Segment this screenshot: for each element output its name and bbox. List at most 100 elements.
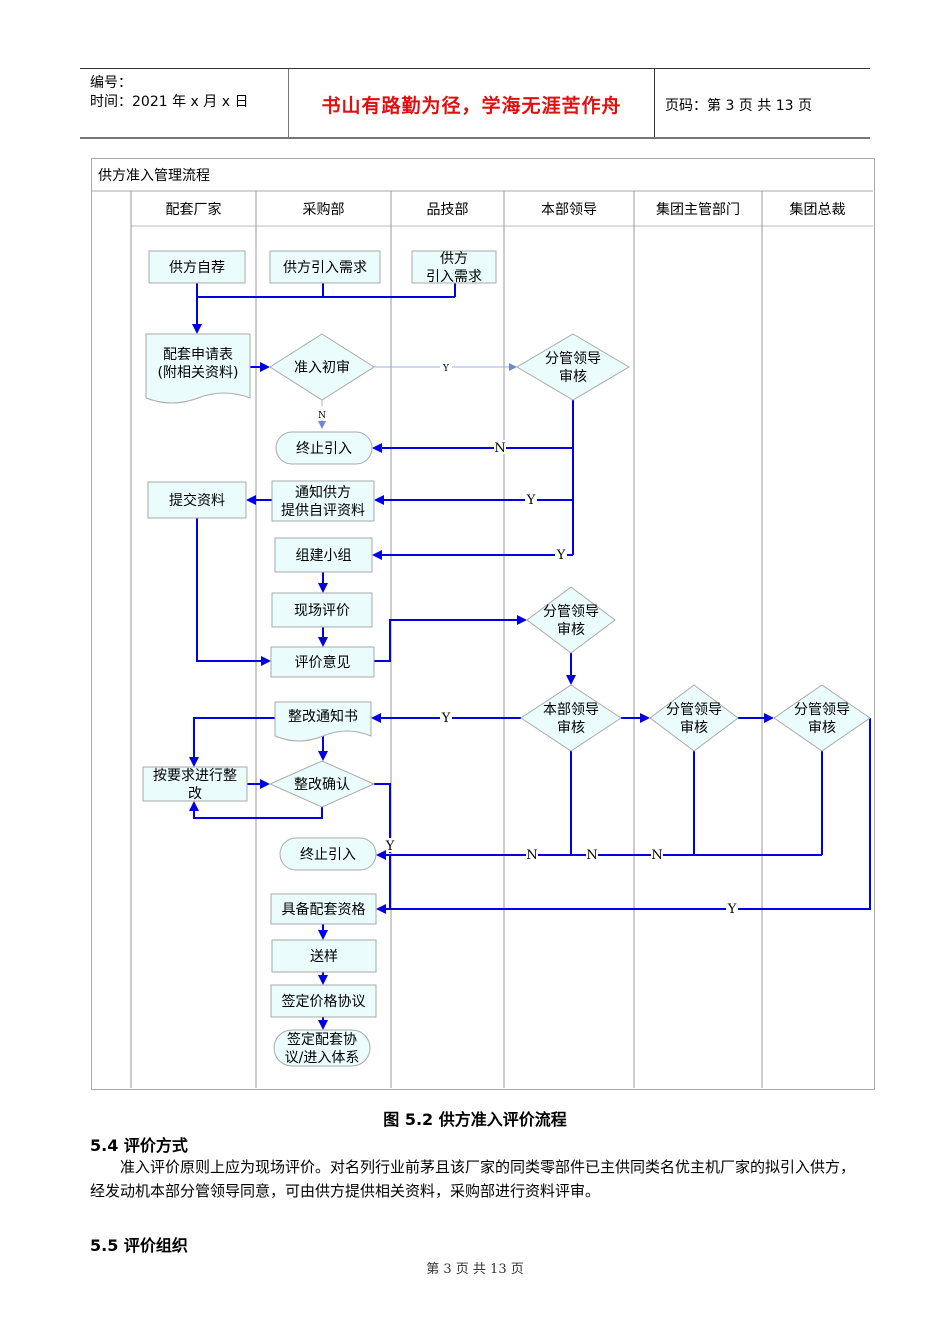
president_review-label: 审核 bbox=[808, 720, 836, 736]
final-label: 议/进入体系 bbox=[285, 1050, 360, 1066]
group_dept_review-label: 审核 bbox=[680, 720, 708, 736]
edge-label: N bbox=[651, 848, 662, 863]
edge-label-bg bbox=[586, 847, 598, 861]
qa_need-label: 供方 bbox=[440, 251, 468, 267]
flowchart-title: 供方准入管理流程 bbox=[98, 168, 210, 184]
price_agreement-label: 签定价格协议 bbox=[282, 993, 366, 1010]
final-terminator bbox=[273, 1029, 371, 1067]
leader_review_2-decision bbox=[526, 586, 616, 654]
lane-header-4: 集团主管部门 bbox=[656, 201, 740, 218]
edge-label: Y bbox=[556, 548, 566, 563]
rectify-label: 按要求进行整 bbox=[153, 768, 237, 784]
header-page-cell: 页码：第 3 页 共 13 页 bbox=[655, 69, 870, 137]
president_review-decision bbox=[773, 684, 871, 752]
rectify-label: 改 bbox=[188, 786, 202, 802]
flow-arrow bbox=[196, 518, 271, 666]
edge-label-bg bbox=[726, 901, 738, 915]
onsite_eval-label: 现场评价 bbox=[294, 603, 350, 619]
self_recommend-node bbox=[148, 250, 246, 284]
edge-label: Y bbox=[526, 493, 536, 508]
page-footer: 第 3 页 共 13 页 bbox=[426, 1262, 524, 1277]
terminate_1-terminator bbox=[275, 431, 373, 465]
terminate_2-label: 终止引入 bbox=[300, 847, 356, 863]
sample-node bbox=[271, 939, 377, 973]
application-document bbox=[145, 333, 251, 404]
notify-label: 提供自评资料 bbox=[281, 503, 365, 519]
rectify_notice-label: 整改通知书 bbox=[288, 708, 358, 725]
application-label: 配套申请表 bbox=[163, 347, 233, 363]
rectify-node bbox=[142, 766, 248, 802]
submit_docs-label: 提交资料 bbox=[169, 492, 225, 509]
page-indicator: 页码：第 3 页 共 13 页 bbox=[665, 98, 812, 114]
page-header: 编号： 时间：2021 年 x 月 x 日 书山有路勤为径，学海无涯苦作舟 页码… bbox=[80, 68, 870, 139]
lane-header-1: 采购部 bbox=[303, 202, 345, 218]
doc-time-label: 时间：2021 年 x 月 x 日 bbox=[90, 94, 249, 110]
edge-label-bg bbox=[555, 547, 567, 561]
application-label: (附相关资料) bbox=[158, 365, 239, 381]
edge-label-bg bbox=[525, 492, 537, 506]
qa_need-node bbox=[411, 250, 497, 284]
sample-label: 送样 bbox=[310, 949, 338, 965]
flowchart-frame: 供方准入管理流程 bbox=[91, 158, 875, 1090]
onsite_eval-node bbox=[271, 592, 373, 628]
edge-label-bg bbox=[316, 406, 328, 420]
edge-label-bg bbox=[651, 847, 663, 861]
qa_need-label: 引入需求 bbox=[426, 269, 482, 285]
notify-label: 通知供方 bbox=[295, 484, 351, 501]
leader_review_2-label: 审核 bbox=[557, 622, 585, 638]
eval_opinion-label: 评价意见 bbox=[295, 654, 351, 671]
edge-label-bg bbox=[494, 440, 506, 454]
leader_review_1-label: 审核 bbox=[559, 369, 587, 385]
leader_review_2-label: 分管领导 bbox=[543, 604, 599, 620]
edge-label: N bbox=[494, 441, 505, 456]
edge-label-bg bbox=[384, 838, 396, 852]
qualified-node bbox=[270, 893, 377, 925]
form_team-node bbox=[274, 537, 373, 573]
header-meta-cell: 编号： 时间：2021 年 x 月 x 日 bbox=[80, 69, 289, 137]
lane-header-2: 品技部 bbox=[427, 202, 469, 218]
lane-header-0: 配套厂家 bbox=[166, 201, 222, 218]
leader_review_1-decision bbox=[516, 333, 630, 401]
submit_docs-node bbox=[147, 481, 247, 519]
initial_review-decision bbox=[269, 333, 375, 401]
dept_leader_review-label: 本部领导 bbox=[543, 702, 599, 718]
flow-arrow bbox=[374, 615, 527, 662]
leader_review_1-label: 分管领导 bbox=[545, 351, 601, 367]
initial_review-label: 准入初审 bbox=[294, 359, 350, 376]
notify-node bbox=[271, 480, 375, 522]
lane-header-3: 本部领导 bbox=[541, 202, 597, 218]
dept_leader_review-label: 审核 bbox=[557, 720, 585, 736]
section-heading-5-4: 5.4 评价方式 bbox=[90, 1136, 188, 1155]
edge-label: Y bbox=[442, 364, 450, 374]
motto: 书山有路勤为径，学海无涯苦作舟 bbox=[321, 95, 622, 117]
terminate_1-label: 终止引入 bbox=[296, 441, 352, 457]
final-label: 签定配套协 bbox=[287, 1031, 357, 1048]
price_agreement-node bbox=[270, 984, 377, 1018]
doc-number-label: 编号： bbox=[90, 75, 132, 91]
lane-header-5: 集团总裁 bbox=[790, 201, 846, 218]
edge-label: Y bbox=[385, 839, 395, 854]
rectify_notice-document bbox=[274, 701, 372, 742]
president_review-label: 分管领导 bbox=[794, 702, 850, 718]
rectify_confirm-label: 整改确认 bbox=[294, 777, 350, 793]
form_team-label: 组建小组 bbox=[296, 548, 352, 564]
group_dept_review-decision bbox=[649, 684, 739, 752]
flow-arrow bbox=[189, 717, 275, 767]
edge-label: Y bbox=[727, 902, 737, 917]
edge-label-bg bbox=[440, 710, 452, 724]
figure-caption: 图 5.2 供方准入评价流程 bbox=[383, 1110, 567, 1129]
flow-arrow bbox=[189, 801, 323, 819]
qualified-label: 具备配套资格 bbox=[282, 901, 366, 918]
self_recommend-label: 供方自荐 bbox=[169, 260, 225, 276]
rectify_confirm-decision bbox=[268, 760, 376, 808]
edge-label: Y bbox=[441, 711, 451, 726]
edge-label: N bbox=[318, 411, 326, 421]
purchase_need-node bbox=[269, 250, 381, 284]
section-body-5-4: 准入评价原则上应为现场评价。对名列行业前茅且该厂家的同类零部件已主供同类名优主机… bbox=[90, 1158, 856, 1200]
eval_opinion-node bbox=[270, 646, 375, 678]
flow-arrow bbox=[374, 783, 391, 853]
edge-label-bg bbox=[440, 359, 452, 373]
edge-label-bg bbox=[526, 847, 538, 861]
terminate_2-terminator bbox=[279, 837, 377, 871]
